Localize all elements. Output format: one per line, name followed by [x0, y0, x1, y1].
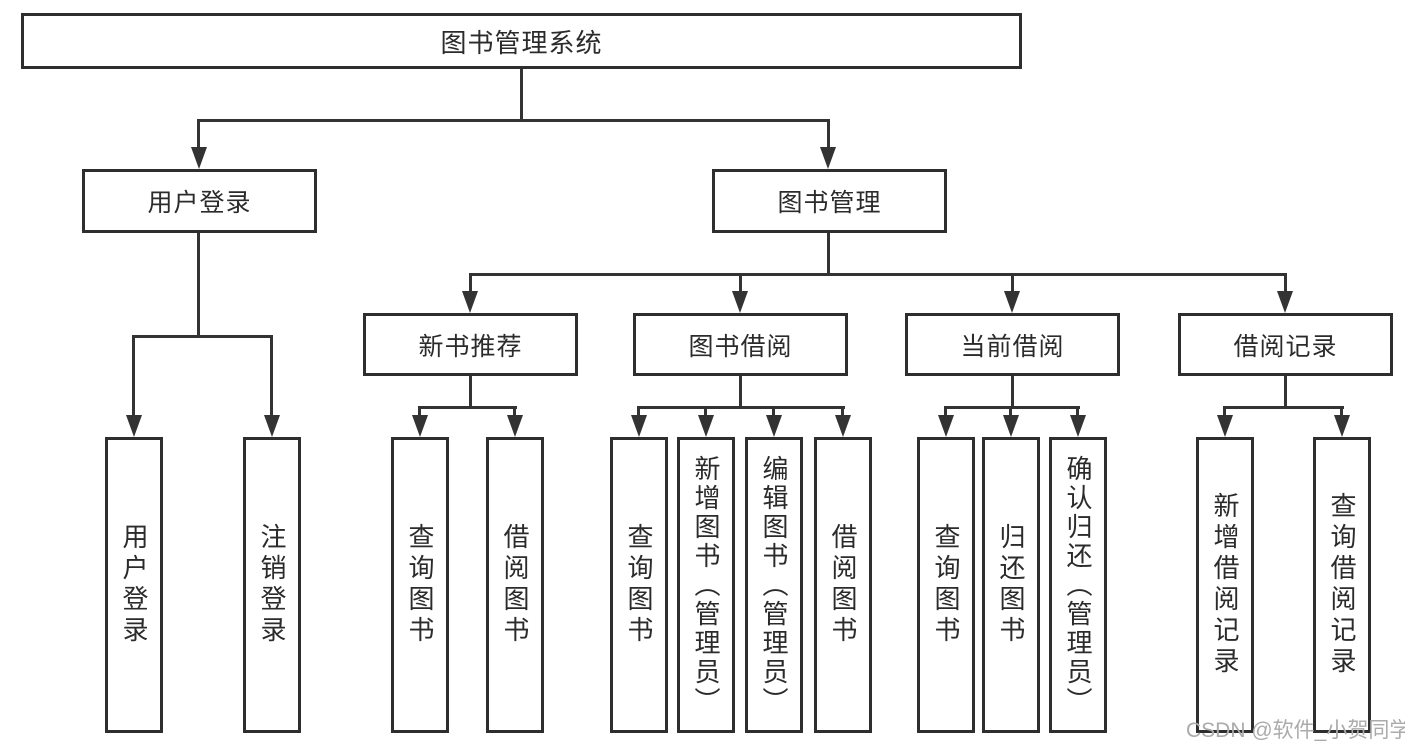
arrowhead [938, 415, 954, 437]
root-node: 图书管理系统 [21, 13, 1022, 69]
arrowhead [1217, 415, 1233, 437]
connector-line [1284, 273, 1287, 293]
connector-line [132, 335, 273, 338]
connector-line [637, 406, 640, 418]
connector-line [739, 273, 742, 293]
leaf-edit-book-admin: 编辑图书（管理员） [745, 437, 803, 733]
connector-line [469, 273, 1287, 276]
connector-line [1284, 376, 1287, 409]
arrowhead [126, 415, 142, 437]
leaf-user-login: 用户登录 [105, 437, 163, 733]
node-current-borrow: 当前借阅 [905, 313, 1120, 376]
arrowhead [264, 415, 280, 437]
connector-line [1223, 406, 1226, 418]
connector-line [827, 233, 830, 276]
connector-line [1011, 273, 1014, 293]
connector-line [270, 335, 273, 417]
arrowhead [1277, 291, 1293, 313]
arrowhead [1070, 415, 1086, 437]
connector-line [197, 119, 830, 122]
connector-line [1076, 406, 1079, 418]
csdn-watermark: CSDN @软件_小贺同学 [1186, 719, 1405, 742]
connector-line [772, 406, 775, 418]
connector-line [1009, 406, 1012, 418]
arrowhead [835, 415, 851, 437]
connector-line [637, 406, 845, 409]
node-new-book-recommend: 新书推荐 [363, 313, 578, 376]
leaf-query-books-2: 查询图书 [610, 437, 668, 733]
arrowhead [698, 415, 714, 437]
connector-line [469, 376, 472, 409]
connector-line [739, 376, 742, 409]
connector-line [418, 406, 517, 409]
leaf-query-books-1: 查询图书 [391, 437, 449, 733]
connector-line [944, 406, 1080, 409]
arrowhead [1003, 415, 1019, 437]
connector-line [520, 69, 523, 122]
leaf-query-books-3: 查询图书 [917, 437, 975, 733]
leaf-add-book-admin: 新增图书（管理员） [677, 437, 735, 733]
connector-line [1340, 406, 1343, 418]
connector-line [827, 119, 830, 150]
leaf-return-book: 归还图书 [982, 437, 1040, 733]
arrowhead [412, 415, 428, 437]
leaf-borrow-books-2: 借阅图书 [814, 437, 872, 733]
arrowhead [191, 147, 207, 169]
leaf-logout: 注销登录 [243, 437, 301, 733]
leaf-add-borrow-record: 新增借阅记录 [1196, 437, 1254, 733]
arrowhead [766, 415, 782, 437]
node-book-borrow: 图书借阅 [633, 313, 848, 376]
arrowhead [631, 415, 647, 437]
arrowhead [507, 415, 523, 437]
node-book-management: 图书管理 [712, 169, 947, 233]
connector-line [132, 335, 135, 417]
arrowhead [732, 291, 748, 313]
connector-line [704, 406, 707, 418]
leaf-query-borrow-record: 查询借阅记录 [1313, 437, 1371, 733]
arrowhead [820, 147, 836, 169]
connector-line [513, 406, 516, 418]
connector-line [1223, 406, 1344, 409]
node-borrow-records: 借阅记录 [1178, 313, 1393, 376]
leaf-confirm-return-admin: 确认归还（管理员） [1049, 437, 1107, 733]
connector-line [469, 273, 472, 293]
connector-line [197, 119, 200, 150]
leaf-borrow-books-1: 借阅图书 [486, 437, 544, 733]
connector-line [944, 406, 947, 418]
arrowhead [462, 291, 478, 313]
connector-line [841, 406, 844, 418]
connector-line [197, 233, 200, 338]
arrowhead [1334, 415, 1350, 437]
connector-line [1011, 376, 1014, 409]
connector-line [418, 406, 421, 418]
node-user-login: 用户登录 [82, 169, 317, 233]
arrowhead [1004, 291, 1020, 313]
